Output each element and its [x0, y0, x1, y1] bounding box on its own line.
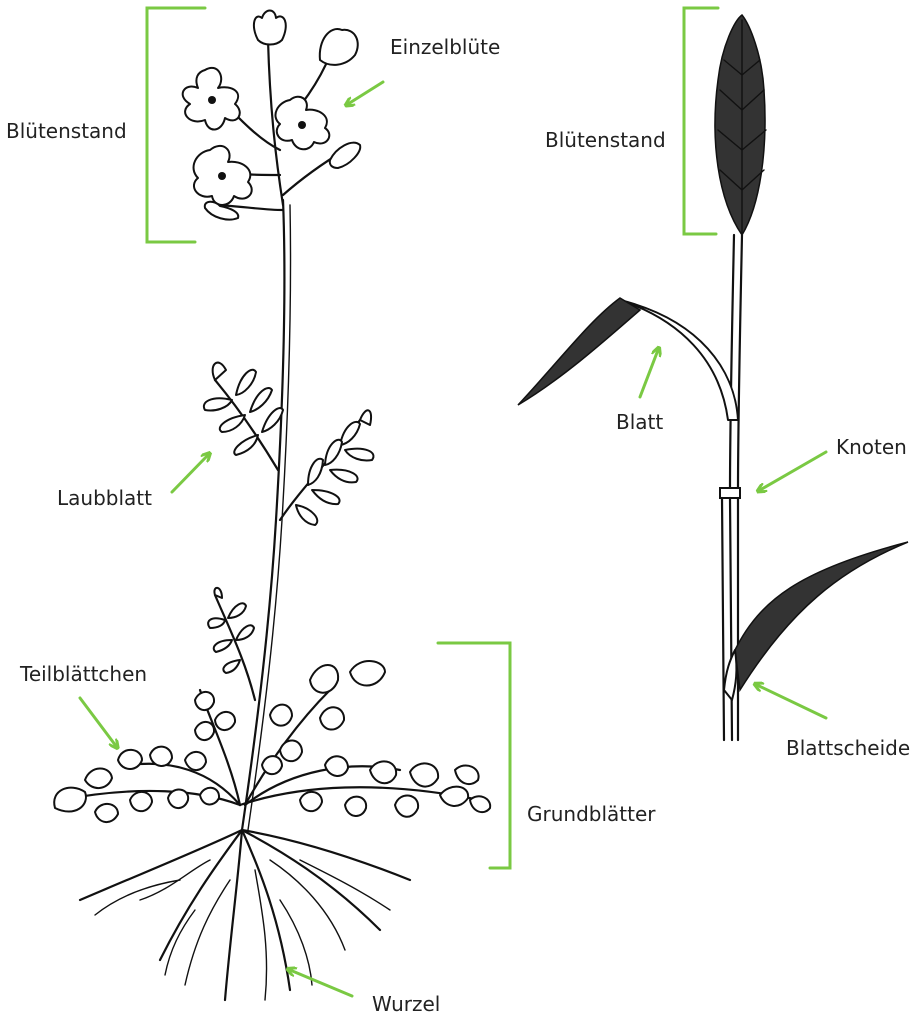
grass-leaf-upper: [518, 298, 738, 420]
stem-leaf-bottom: [208, 588, 255, 700]
flower-lower-left: [194, 146, 252, 205]
herb-main-stem: [242, 200, 284, 830]
arrow-einzelbluete: [348, 82, 383, 104]
bud-right: [330, 143, 360, 168]
label-blatt: Blatt: [616, 412, 663, 432]
annotations: [80, 8, 826, 996]
stem-leaf-upper: [204, 363, 283, 470]
label-blattscheide: Blattscheide: [786, 738, 910, 758]
label-laubblatt: Laubblatt: [57, 488, 152, 508]
flower-top: [254, 11, 286, 45]
label-einzelbluete: Einzelblüte: [390, 37, 500, 57]
arrow-blatt: [640, 350, 658, 397]
herb-roots: [80, 830, 410, 1000]
flower-upper-right: [320, 29, 358, 65]
flower-middle-right: [275, 97, 329, 150]
bracket-bluetenstand-right: [684, 8, 718, 234]
stem-leaf-lower: [280, 410, 373, 525]
label-bluetenstand-left: Blütenstand: [6, 121, 127, 141]
label-teilblaettchen: Teilblättchen: [20, 664, 147, 684]
arrow-knoten: [760, 452, 826, 490]
label-grundblaetter: Grundblätter: [527, 804, 656, 824]
label-wurzel: Wurzel: [372, 994, 440, 1014]
flower-left: [183, 68, 240, 130]
grass-node: [720, 488, 740, 498]
grass-spike: [715, 15, 766, 235]
grass-culm: [738, 235, 742, 490]
arrow-laubblatt: [172, 455, 208, 492]
grass-plant: [518, 15, 908, 740]
bracket-grundblaetter: [438, 643, 510, 868]
arrow-blattscheide: [757, 685, 826, 718]
arrow-wurzel: [290, 970, 352, 996]
bracket-bluetenstand-left: [147, 8, 205, 242]
arrow-teilblaettchen: [80, 698, 116, 746]
grass-leaf-lower: [724, 542, 908, 700]
label-knoten: Knoten: [836, 437, 907, 457]
label-bluetenstand-right: Blütenstand: [545, 130, 666, 150]
